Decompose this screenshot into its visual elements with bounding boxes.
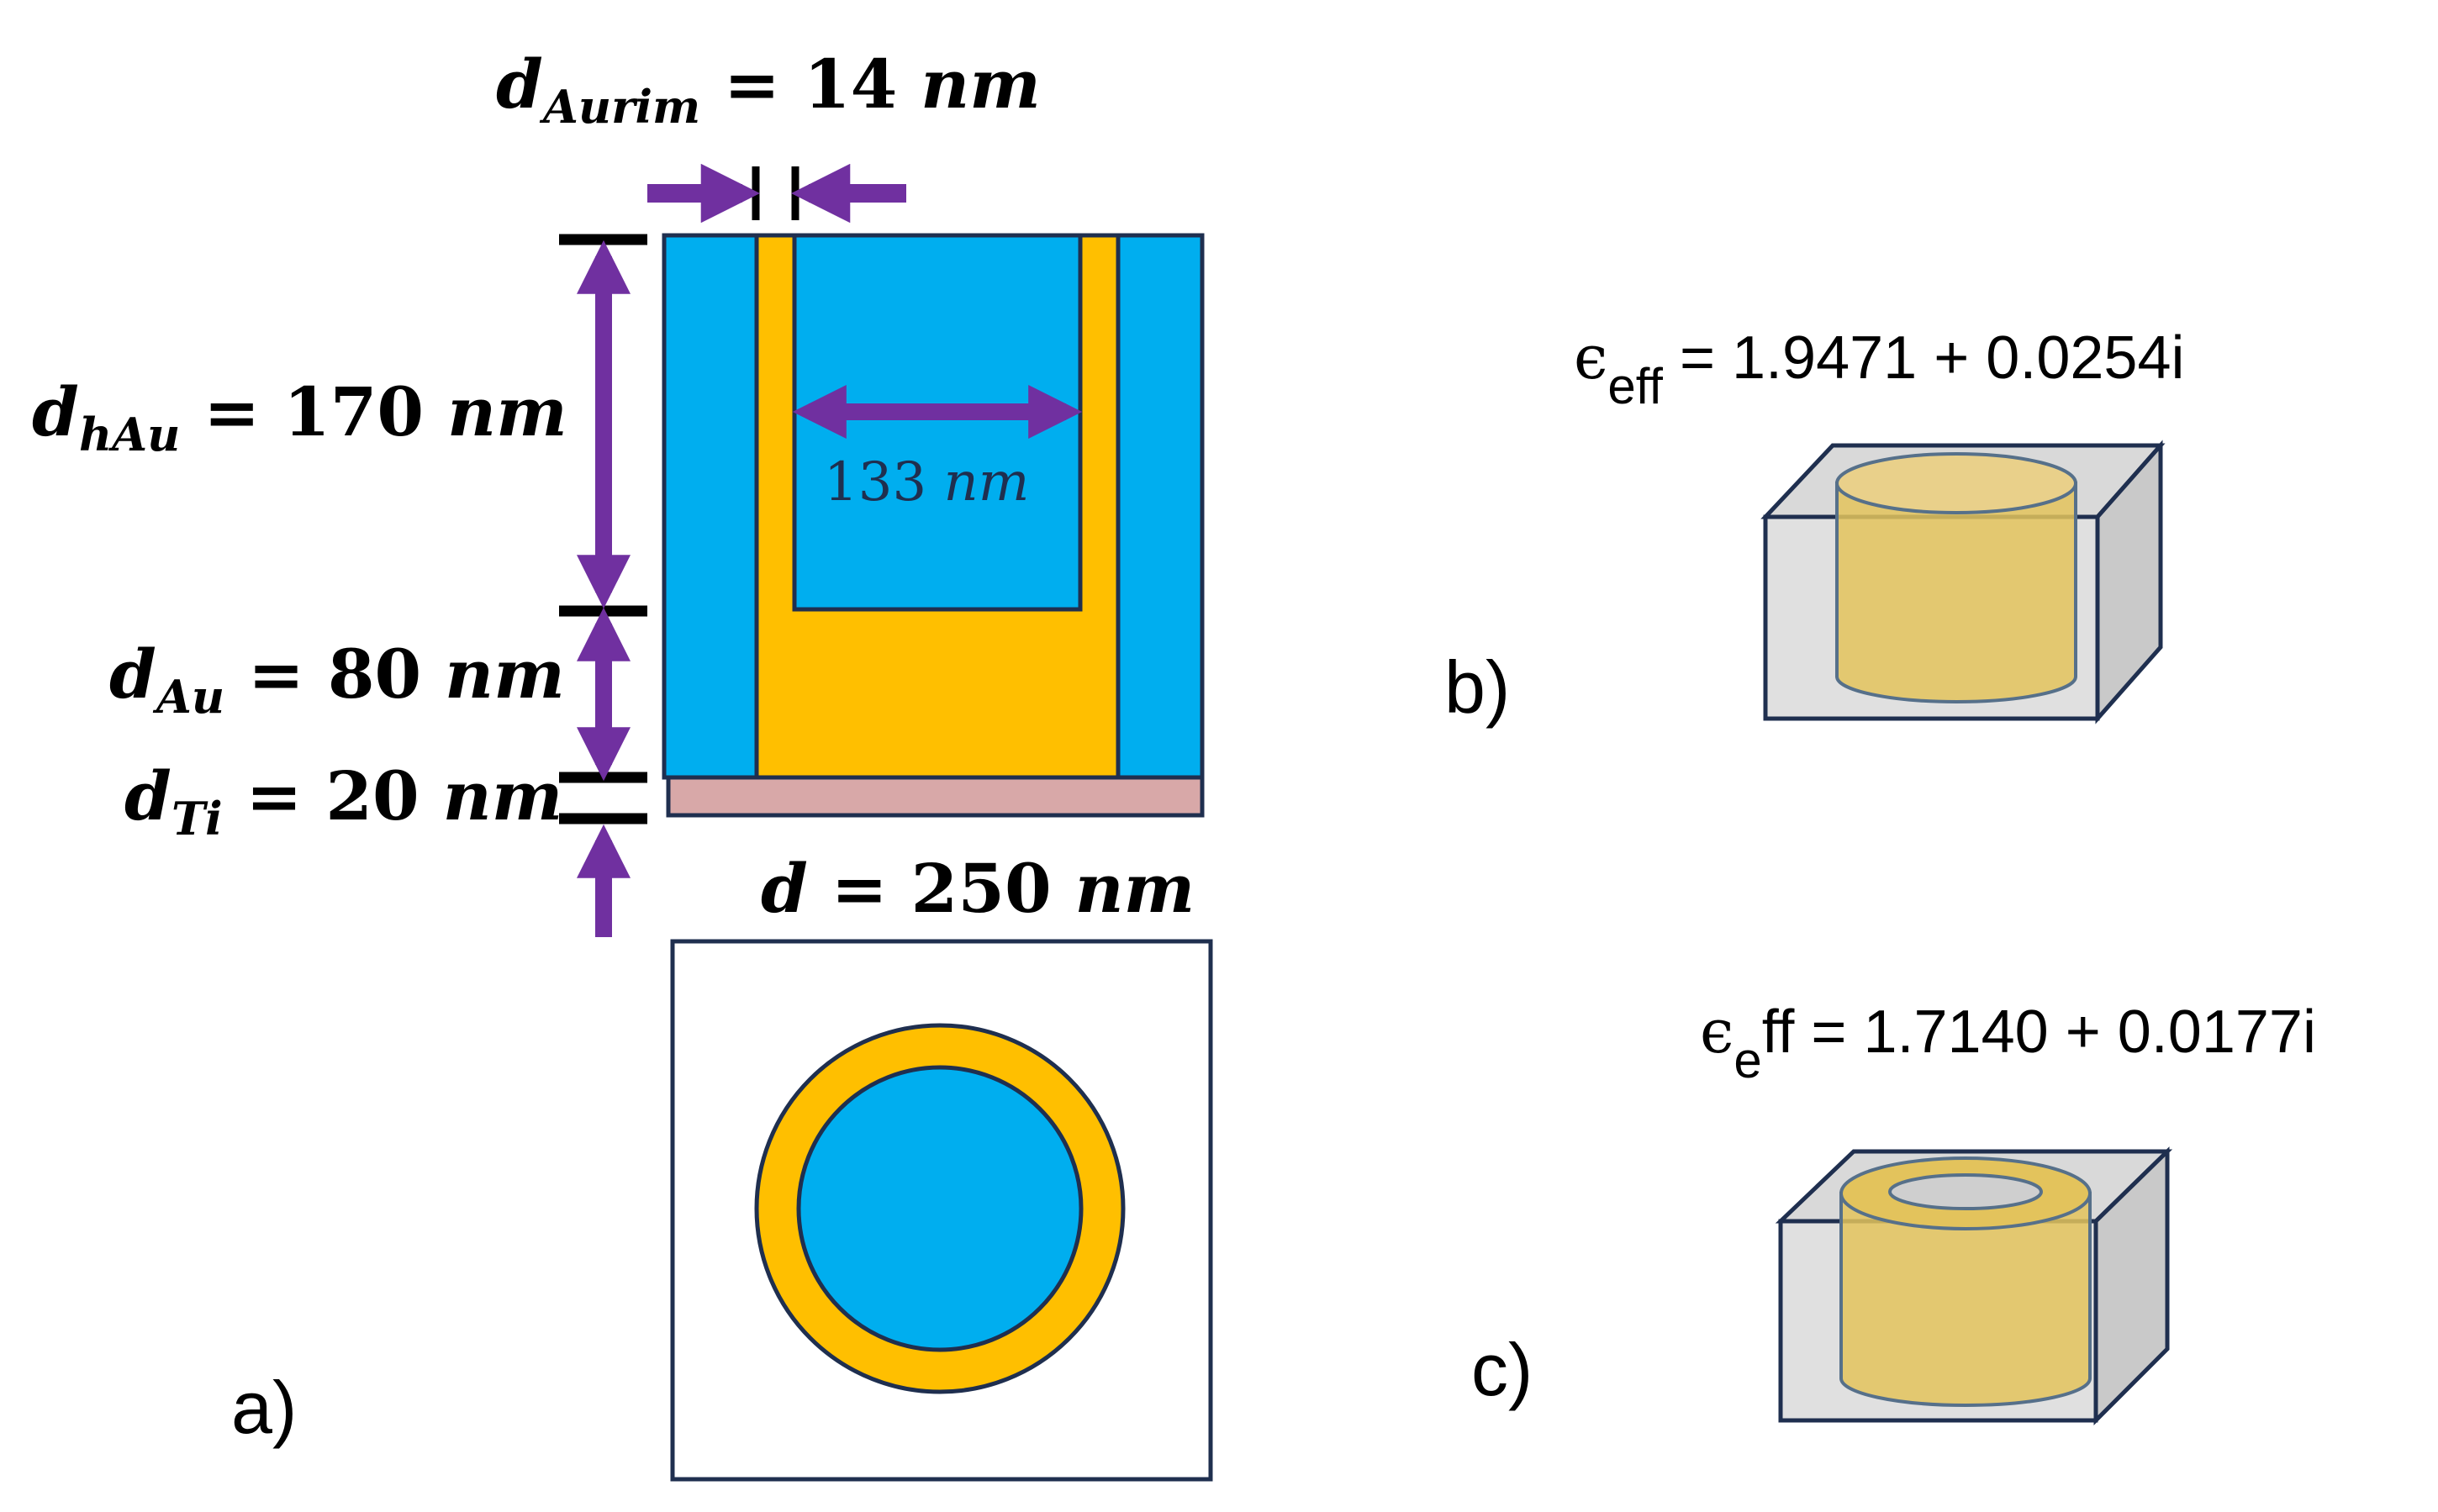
cross-section-diagram: [662, 233, 1205, 818]
solid-cylinder: [1835, 482, 2077, 703]
hole-depth-label: dhAu = 170 nm: [32, 372, 567, 461]
solid-cylinder-top: [1835, 452, 2077, 514]
inner-width-label: 133 nm: [824, 451, 1029, 514]
rim-thickness-label: dAurim = 14 nm: [496, 45, 1041, 134]
inner-hole: [792, 233, 1083, 612]
panel-b-eps: ϵeff = 1.9471 + 0.0254i: [1574, 322, 2185, 414]
panel-a-label: a): [231, 1366, 297, 1449]
panel-b-label: b): [1444, 645, 1510, 729]
panel-c-cube: [1775, 1146, 2173, 1426]
top-view-diagram: [670, 939, 1213, 1482]
dielectric-core: [796, 1065, 1084, 1352]
hollow-cylinder-hole: [1888, 1173, 2043, 1210]
panel-b-cube: [1760, 440, 2166, 724]
panel-c-eps: ϵeff = 1.7140 + 0.0177i: [1700, 996, 2316, 1088]
panel-c-label: c): [1471, 1328, 1533, 1411]
hollow-cylinder: [1839, 1192, 2092, 1407]
gold-base-label: dAu = 80 nm: [109, 635, 565, 724]
dimension-ticks: [559, 234, 647, 824]
rim-thickness-indicator: [647, 163, 906, 224]
titanium-label: dTi = 20 nm: [124, 756, 562, 846]
titanium-layer: [666, 775, 1205, 818]
period-label: d = 250 nm: [761, 849, 1195, 928]
